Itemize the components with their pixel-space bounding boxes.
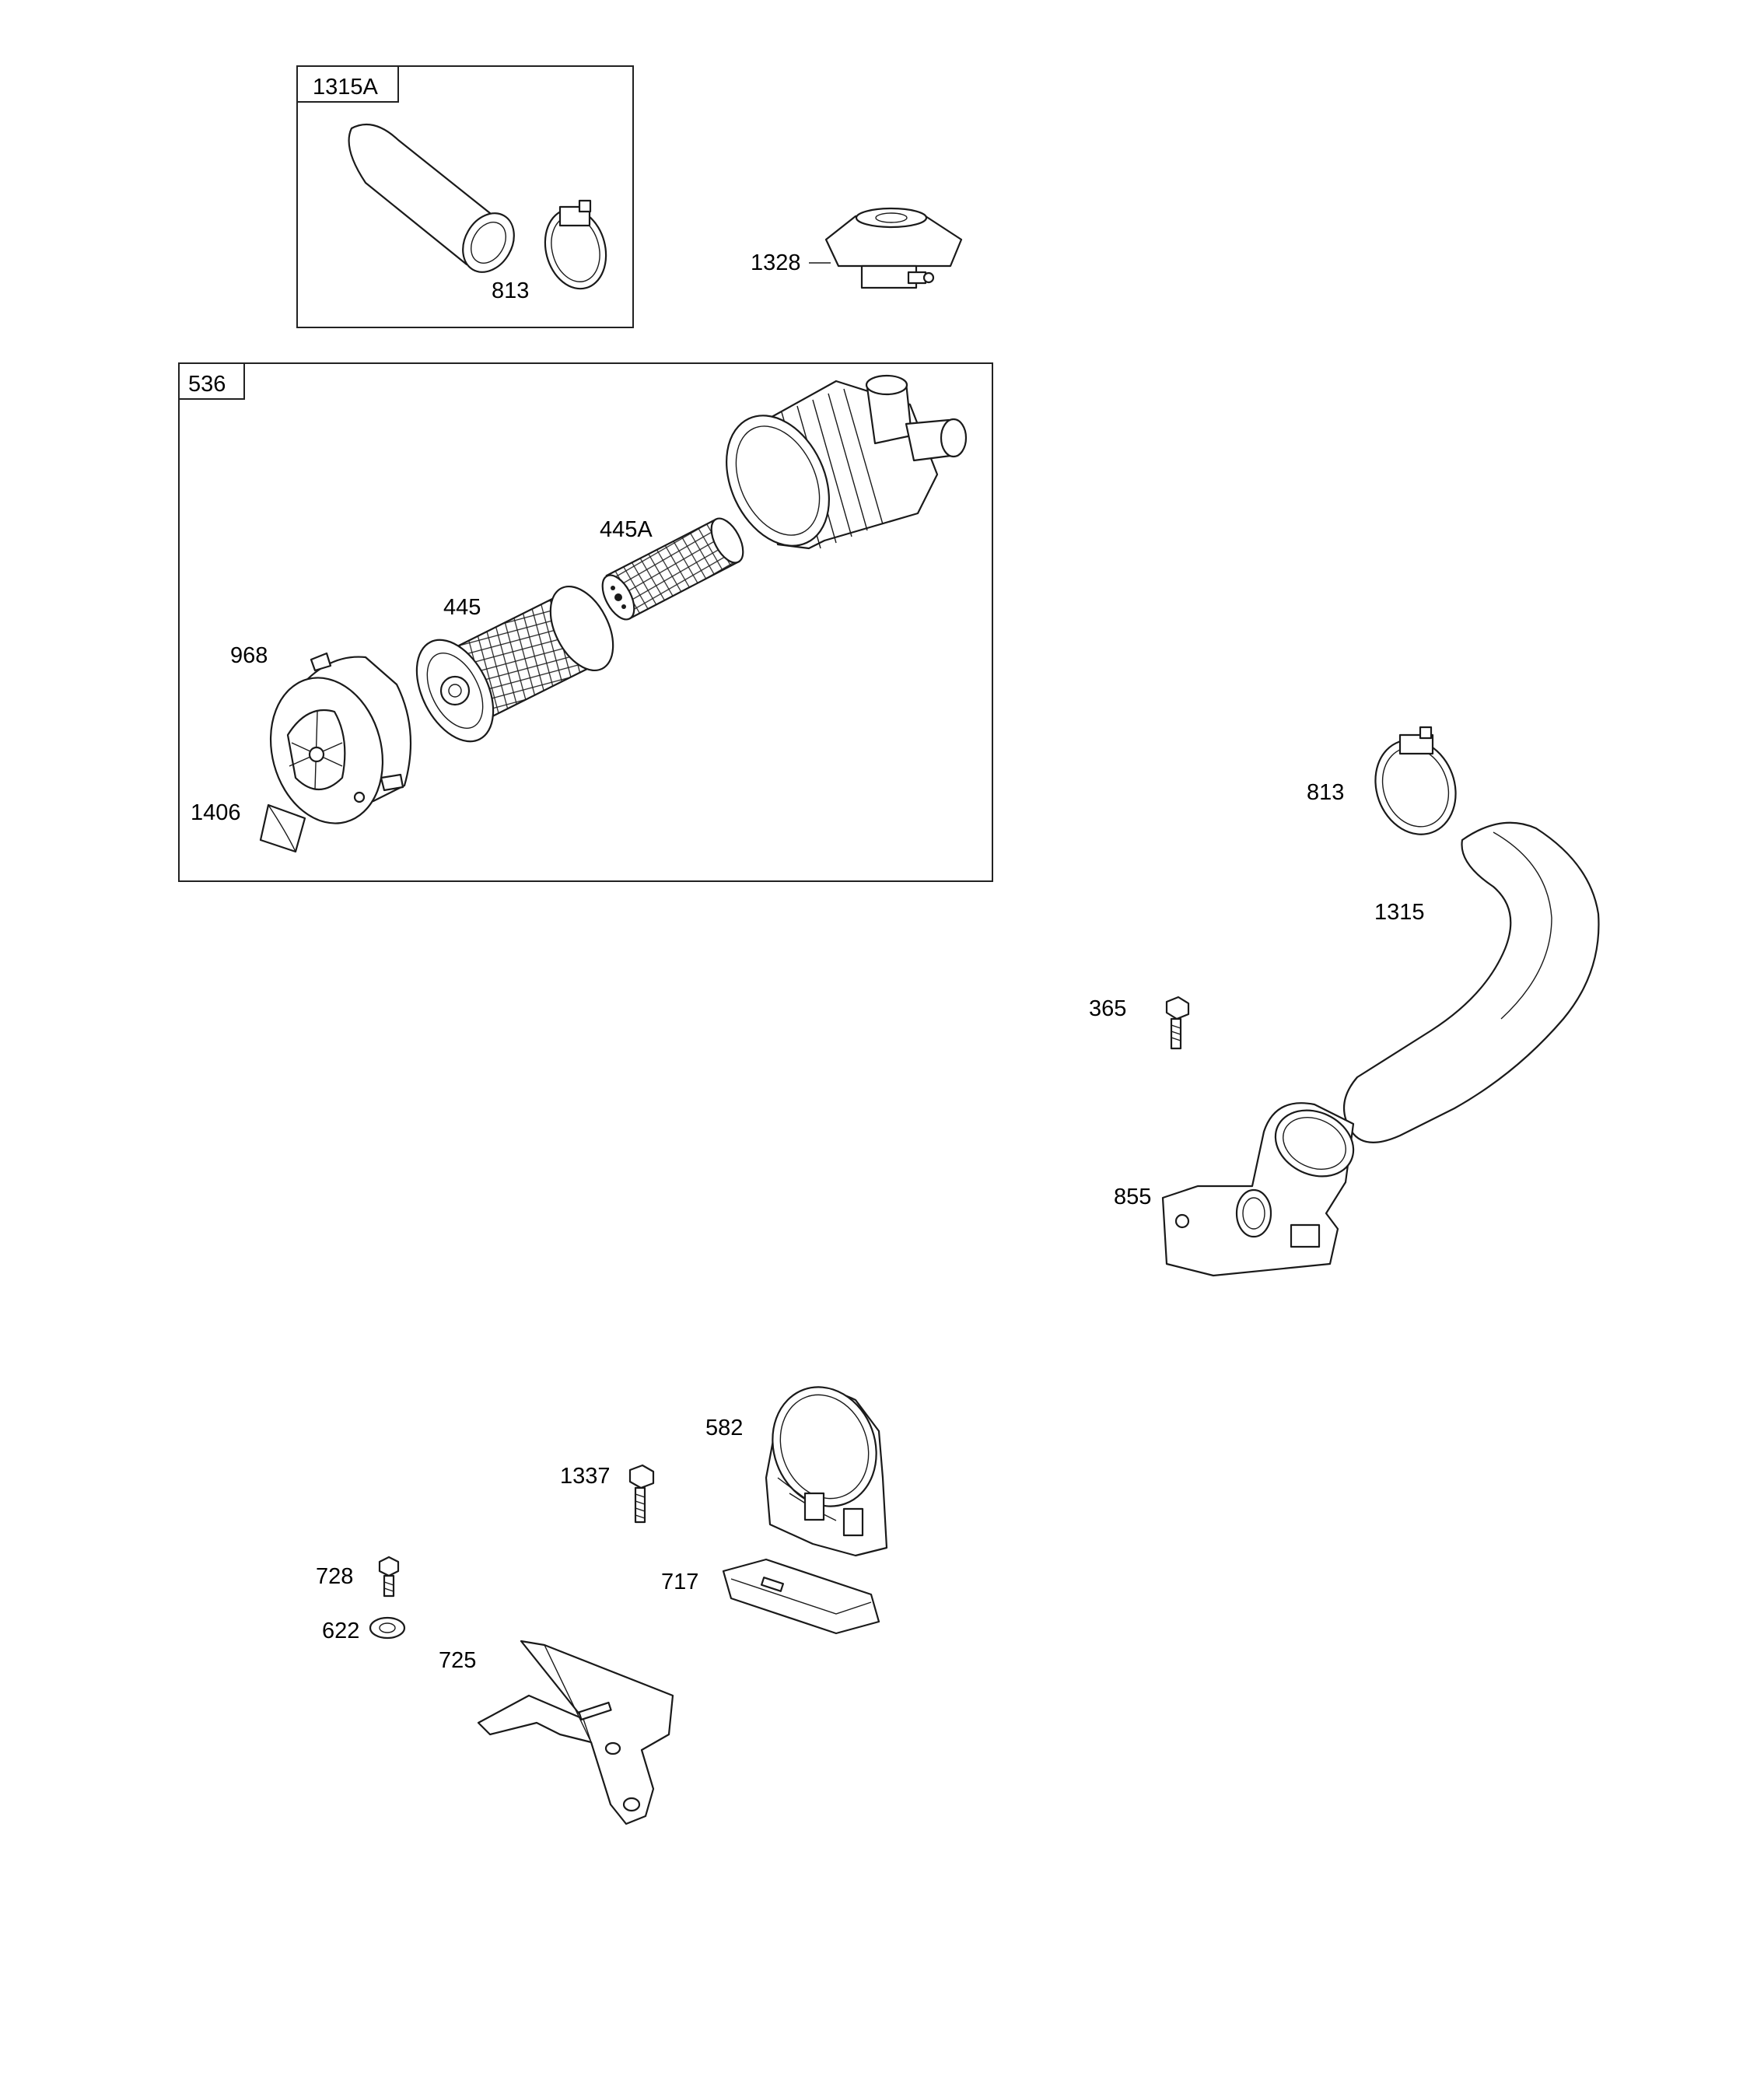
hose-straight-part — [348, 123, 515, 273]
hose-curved-part — [1342, 821, 1600, 1143]
callout-813-right: 813 — [1307, 780, 1344, 805]
support-plate-part — [722, 1558, 880, 1635]
group-label-536: 536 — [188, 372, 226, 397]
screw-728-part — [378, 1556, 400, 1598]
precleaner-cap-part — [824, 207, 963, 289]
dust-valve-part — [259, 803, 306, 853]
mounting-bracket-part — [477, 1640, 674, 1825]
hose-clamp-part-b — [1374, 726, 1457, 835]
group-box-1315a: 1315A — [296, 65, 634, 328]
callout-445: 445 — [443, 595, 481, 620]
callout-1315: 1315 — [1374, 900, 1425, 925]
safety-filter-part — [601, 517, 744, 621]
hose-clamp-part-a — [544, 199, 607, 290]
intake-elbow-part — [1161, 1102, 1355, 1277]
mounting-band-part — [765, 1386, 888, 1557]
group-label-1315a: 1315A — [313, 75, 379, 100]
washer-622-part — [369, 1616, 406, 1640]
primary-filter-part — [415, 585, 614, 743]
callout-622: 622 — [322, 1619, 359, 1643]
callout-725: 725 — [439, 1648, 476, 1673]
screw-1337-part — [628, 1464, 655, 1524]
callout-855: 855 — [1114, 1185, 1151, 1209]
callout-1337: 1337 — [560, 1464, 611, 1489]
callout-813-top: 813 — [492, 278, 529, 303]
callout-1328: 1328 — [751, 250, 801, 275]
screw-365-part — [1165, 996, 1190, 1050]
air-cleaner-cover-part — [269, 652, 412, 824]
callout-582: 582 — [705, 1416, 743, 1440]
callout-717: 717 — [661, 1570, 698, 1594]
group-box-536: 536 — [178, 362, 993, 882]
callout-1406: 1406 — [191, 800, 241, 825]
callout-728: 728 — [316, 1564, 353, 1589]
callout-365: 365 — [1089, 996, 1126, 1021]
callout-968: 968 — [230, 643, 268, 668]
air-cleaner-body-part — [726, 374, 968, 550]
callout-445a: 445A — [600, 517, 653, 542]
